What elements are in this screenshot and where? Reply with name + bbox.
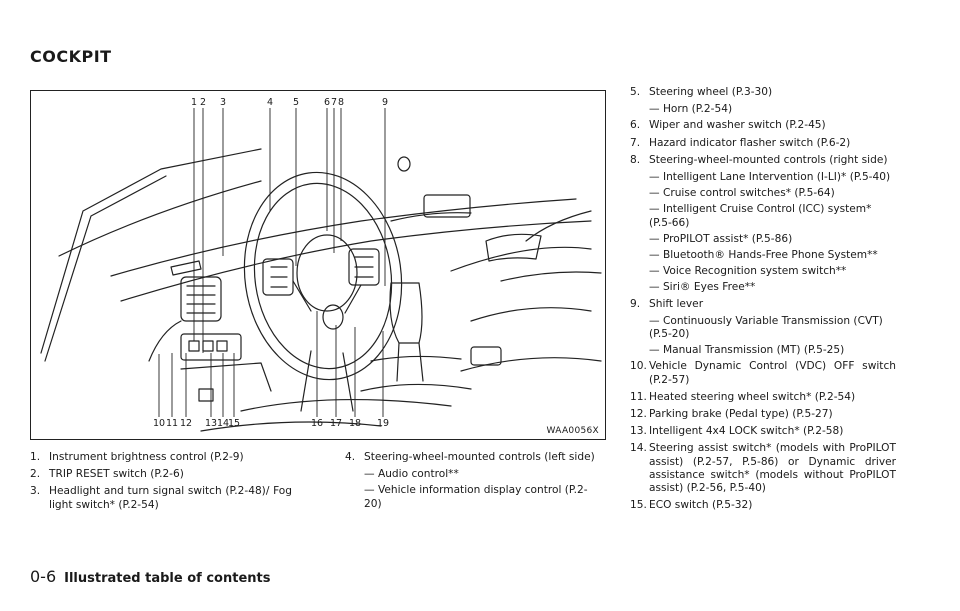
legend-item-9: 9. Shift lever	[630, 298, 896, 311]
item-text: Steering wheel (P.3-30)	[649, 86, 773, 98]
legend-subitem: — Intelligent Cruise Control (ICC) syste…	[649, 203, 872, 229]
item-text: ECO switch (P.5-32)	[649, 499, 753, 512]
figure-caption: WAA0056X	[546, 426, 599, 436]
item-text: Steering-wheel-mounted controls (right s…	[649, 153, 888, 166]
item-number: 5.	[630, 86, 641, 98]
item-number: 8.	[630, 153, 641, 166]
legend-item-14: 14. Steering assist switch* (models with…	[630, 442, 896, 495]
callout-12: 12	[179, 418, 193, 429]
item-number: 13.	[630, 425, 647, 438]
legend-column-3: 5. Steering wheel (P.3-30) — Horn (P.2-5…	[630, 86, 896, 516]
legend-item-8: 8. Steering-wheel-mounted controls (righ…	[630, 154, 896, 167]
legend-item-12: 12. Parking brake (Pedal type) (P.5-27)	[630, 408, 896, 421]
item-number: 3.	[30, 485, 41, 498]
item-number: 9.	[630, 297, 641, 310]
item-number: 14.	[630, 442, 647, 455]
item-number: 6.	[630, 119, 641, 132]
callout-19: 19	[376, 418, 390, 429]
item-number: 4.	[345, 451, 356, 463]
callout-9: 9	[381, 97, 389, 108]
legend-item-15: 15. ECO switch (P.5-32)	[630, 499, 896, 512]
item-text: Hazard indicator flasher switch (P.6-2)	[649, 136, 851, 149]
callout-18: 18	[348, 418, 362, 429]
cockpit-line-drawing	[40, 108, 602, 432]
item-number: 10.	[630, 360, 647, 373]
legend-subitem: — Vehicle information display control (P…	[364, 484, 588, 510]
callout-3: 3	[219, 97, 227, 108]
item-number: 2.	[30, 468, 41, 481]
callout-15: 15	[227, 418, 241, 429]
item-text: Instrument brightness control (P.2-9)	[49, 451, 244, 463]
section-title: COCKPIT	[30, 47, 112, 66]
cockpit-illustration: 1 2 3 4 5 6 7 8 9 10 11 12 13 14 15 16 1…	[30, 90, 606, 440]
callout-11: 11	[165, 418, 179, 429]
legend-item-1: 1. Instrument brightness control (P.2-9)	[30, 451, 292, 464]
callout-5: 5	[292, 97, 300, 108]
item-text: Vehicle Dynamic Control (VDC) OFF switch…	[649, 360, 896, 386]
legend-item-10: 10. Vehicle Dynamic Control (VDC) OFF sw…	[630, 360, 896, 386]
callout-16: 16	[310, 418, 324, 429]
legend-subitem: — Siri® Eyes Free**	[649, 281, 756, 294]
item-text: Headlight and turn signal switch (P.2-48…	[49, 485, 292, 511]
item-text: Wiper and washer switch (P.2-45)	[649, 119, 826, 132]
legend-item-6: 6. Wiper and washer switch (P.2-45)	[630, 119, 896, 132]
legend-item-7: 7. Hazard indicator flasher switch (P.6-…	[630, 137, 896, 150]
item-text: Shift lever	[649, 297, 704, 310]
legend-item-4: 4. Steering-wheel-mounted controls (left…	[345, 451, 605, 464]
item-text: Steering-wheel-mounted controls (left si…	[364, 451, 595, 463]
legend-item-2: 2. TRIP RESET switch (P.2-6)	[30, 468, 292, 481]
item-number: 1.	[30, 451, 41, 463]
legend-subitem: — ProPILOT assist* (P.5-86)	[649, 232, 793, 245]
item-text: Steering assist switch* (models with Pro…	[649, 442, 896, 495]
legend-subitem: — Horn (P.2-54)	[649, 103, 733, 116]
callout-2: 2	[199, 97, 207, 108]
callout-10: 10	[152, 418, 166, 429]
item-text: Heated steering wheel switch* (P.2-54)	[649, 390, 856, 403]
legend-subitem: — Audio control**	[364, 468, 459, 481]
legend-subitem: — Intelligent Lane Intervention (I-LI)* …	[649, 171, 891, 184]
callout-6: 6	[323, 97, 331, 108]
item-text: TRIP RESET switch (P.2-6)	[49, 468, 184, 481]
legend-subitem: — Manual Transmission (MT) (P.5-25)	[649, 344, 845, 357]
item-number: 15.	[630, 499, 647, 512]
legend-subitem: — Voice Recognition system switch**	[649, 265, 847, 278]
callout-14: 14	[216, 418, 230, 429]
item-text: Intelligent 4x4 LOCK switch* (P.2-58)	[649, 425, 844, 438]
legend-subitem: — Continuously Variable Transmission (CV…	[649, 314, 883, 341]
footer-title: Illustrated table of contents	[64, 571, 271, 586]
callout-7: 7	[330, 97, 338, 108]
item-number: 11.	[630, 390, 647, 403]
legend-subitem: — Cruise control switches* (P.5-64)	[649, 187, 835, 200]
legend-item-13: 13. Intelligent 4x4 LOCK switch* (P.2-58…	[630, 425, 896, 438]
callout-4: 4	[266, 97, 274, 108]
legend-item-3: 3. Headlight and turn signal switch (P.2…	[30, 485, 292, 511]
legend-column-2: 4. Steering-wheel-mounted controls (left…	[345, 451, 605, 514]
item-text: Parking brake (Pedal type) (P.5-27)	[649, 408, 833, 421]
page-number: 0-6	[30, 567, 57, 586]
callout-13: 13	[204, 418, 218, 429]
legend-item-11: 11. Heated steering wheel switch* (P.2-5…	[630, 391, 896, 404]
legend-item-5: 5. Steering wheel (P.3-30)	[630, 86, 896, 99]
callout-17: 17	[329, 418, 343, 429]
page-footer: 0-6 Illustrated table of contents	[30, 567, 270, 586]
legend-subitem: — Bluetooth® Hands-Free Phone System**	[649, 249, 878, 262]
item-number: 7.	[630, 136, 641, 149]
item-number: 12.	[630, 408, 647, 421]
callout-8: 8	[337, 97, 345, 108]
legend-column-1: 1. Instrument brightness control (P.2-9)…	[30, 451, 292, 516]
callout-1: 1	[190, 97, 198, 108]
